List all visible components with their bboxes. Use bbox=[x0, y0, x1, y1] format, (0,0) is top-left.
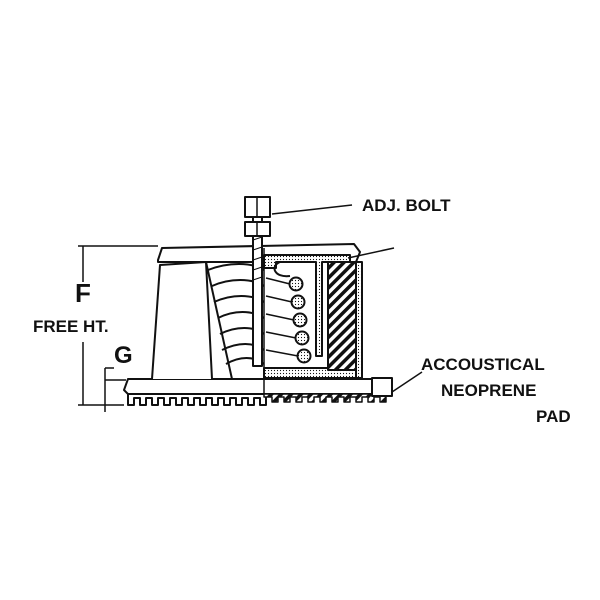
label-pad: PAD bbox=[536, 407, 571, 426]
inner-cup bbox=[263, 254, 351, 357]
pad-leader bbox=[391, 371, 423, 393]
label-accoustical: ACCOUSTICAL bbox=[421, 355, 545, 374]
sectioned-coil-links bbox=[265, 277, 299, 357]
neoprene-pad bbox=[263, 393, 387, 403]
label-adj-bolt: ADJ. BOLT bbox=[362, 196, 451, 215]
base-serrations bbox=[127, 394, 267, 406]
retainer-clip bbox=[273, 261, 291, 278]
bolt-threads bbox=[252, 236, 263, 281]
outer-wall-section bbox=[355, 261, 363, 379]
neoprene-insert bbox=[327, 261, 357, 371]
base-plate bbox=[123, 378, 393, 395]
label-free-ht: FREE HT. bbox=[33, 317, 109, 336]
left-housing bbox=[151, 261, 213, 380]
base-end-cap bbox=[371, 377, 393, 397]
dimension-g bbox=[104, 367, 126, 412]
label-dim-f: F bbox=[75, 278, 91, 308]
label-dim-g: G bbox=[114, 342, 133, 369]
bolt-leader bbox=[271, 204, 353, 215]
housing-leader bbox=[347, 247, 395, 259]
dimension-f bbox=[78, 245, 158, 406]
label-neoprene: NEOPRENE bbox=[441, 381, 536, 400]
